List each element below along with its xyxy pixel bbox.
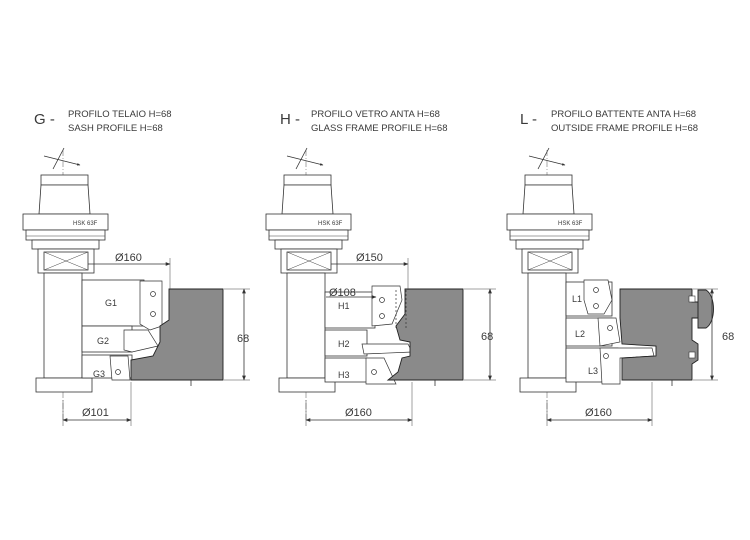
cutter-g2-label: G2 bbox=[97, 336, 109, 346]
cutter-g3-label: G3 bbox=[93, 369, 105, 379]
cutter-h2-label: H2 bbox=[338, 339, 350, 349]
dim-height: 68 bbox=[481, 331, 493, 343]
cutter-h1-label: H1 bbox=[338, 301, 350, 311]
workpiece-sash-profile bbox=[130, 288, 224, 381]
rotation-arrow-icon bbox=[286, 147, 324, 170]
cutter-l2-label: L2 bbox=[575, 329, 585, 339]
panel-l-title-en: OUTSIDE FRAME PROFILE H=68 bbox=[551, 123, 698, 134]
panel-h-title-it: PROFILO VETRO ANTA H=68 bbox=[311, 109, 440, 120]
cutter-g1: G1 bbox=[81, 279, 145, 327]
spindle-nut bbox=[521, 248, 579, 274]
arbor-base bbox=[35, 377, 93, 393]
dim-bottom-diameter: Ø160 bbox=[345, 407, 372, 419]
tool-holder: HSK 63F bbox=[506, 174, 593, 250]
panel-l: L - PROFILO BATTENTE ANTA H=68 OUTSIDE F… bbox=[506, 109, 734, 426]
knife-g3 bbox=[109, 355, 131, 381]
spindle-nut bbox=[37, 248, 95, 274]
dim-height: 68 bbox=[237, 333, 249, 345]
tool-holder: HSK 63F bbox=[265, 174, 352, 250]
cutter-l1-label: L1 bbox=[572, 294, 582, 304]
dim-top-diameter: Ø150 bbox=[356, 252, 383, 264]
cutter-g1-label: G1 bbox=[105, 298, 117, 308]
cutter-h2: H2 bbox=[324, 329, 368, 357]
arbor-shaft bbox=[43, 272, 83, 379]
dim-height: 68 bbox=[722, 331, 734, 343]
holder-label: HSK 63F bbox=[318, 221, 343, 227]
knife-g2 bbox=[123, 329, 159, 353]
arbor-base bbox=[519, 377, 577, 393]
workpiece-outside-frame-bead bbox=[697, 289, 714, 329]
knife-h1 bbox=[371, 285, 403, 327]
panel-g-letter: G - bbox=[34, 111, 55, 128]
panel-g-title-en: SASH PROFILE H=68 bbox=[68, 123, 163, 134]
dim-top-diameter: Ø160 bbox=[115, 252, 142, 264]
holder-label: HSK 63F bbox=[73, 221, 98, 227]
holder-label: HSK 63F bbox=[558, 221, 583, 227]
arbor-shaft bbox=[527, 272, 567, 379]
panel-l-title-it: PROFILO BATTENTE ANTA H=68 bbox=[551, 109, 696, 120]
arbor-shaft bbox=[286, 272, 326, 379]
panel-h-letter: H - bbox=[280, 111, 300, 128]
knife-h3 bbox=[365, 357, 397, 385]
knife-l1 bbox=[583, 279, 613, 315]
panel-l-letter: L - bbox=[520, 111, 537, 128]
knife-l3 bbox=[599, 347, 655, 385]
workpiece-outside-frame-profile bbox=[619, 288, 701, 381]
panel-h-title-en: GLASS FRAME PROFILE H=68 bbox=[311, 123, 447, 134]
knife-l2 bbox=[597, 317, 621, 347]
tool-holder: HSK 63F bbox=[22, 174, 109, 250]
arbor-base bbox=[278, 377, 336, 393]
dim-middle-diameter: Ø108 bbox=[329, 287, 356, 299]
panel-h: H - PROFILO VETRO ANTA H=68 GLASS FRAME … bbox=[265, 109, 496, 426]
cutter-l3-label: L3 bbox=[588, 366, 598, 376]
cutter-h1: H1 bbox=[324, 291, 376, 329]
cutter-h3: H3 bbox=[324, 357, 368, 383]
dim-bottom-diameter: Ø160 bbox=[585, 407, 612, 419]
spindle-nut bbox=[280, 248, 338, 274]
rotation-arrow-icon bbox=[43, 147, 81, 170]
knife-g1 bbox=[139, 280, 163, 331]
knife-h2 bbox=[361, 343, 413, 355]
panel-g: G - PROFILO TELAIO H=68 SASH PROFILE H=6… bbox=[22, 109, 250, 426]
workpiece-glass-frame-profile bbox=[386, 288, 464, 381]
panel-g-title-it: PROFILO TELAIO H=68 bbox=[68, 109, 172, 120]
cutter-h3-label: H3 bbox=[338, 370, 350, 380]
dim-bottom-diameter: Ø101 bbox=[82, 407, 109, 419]
